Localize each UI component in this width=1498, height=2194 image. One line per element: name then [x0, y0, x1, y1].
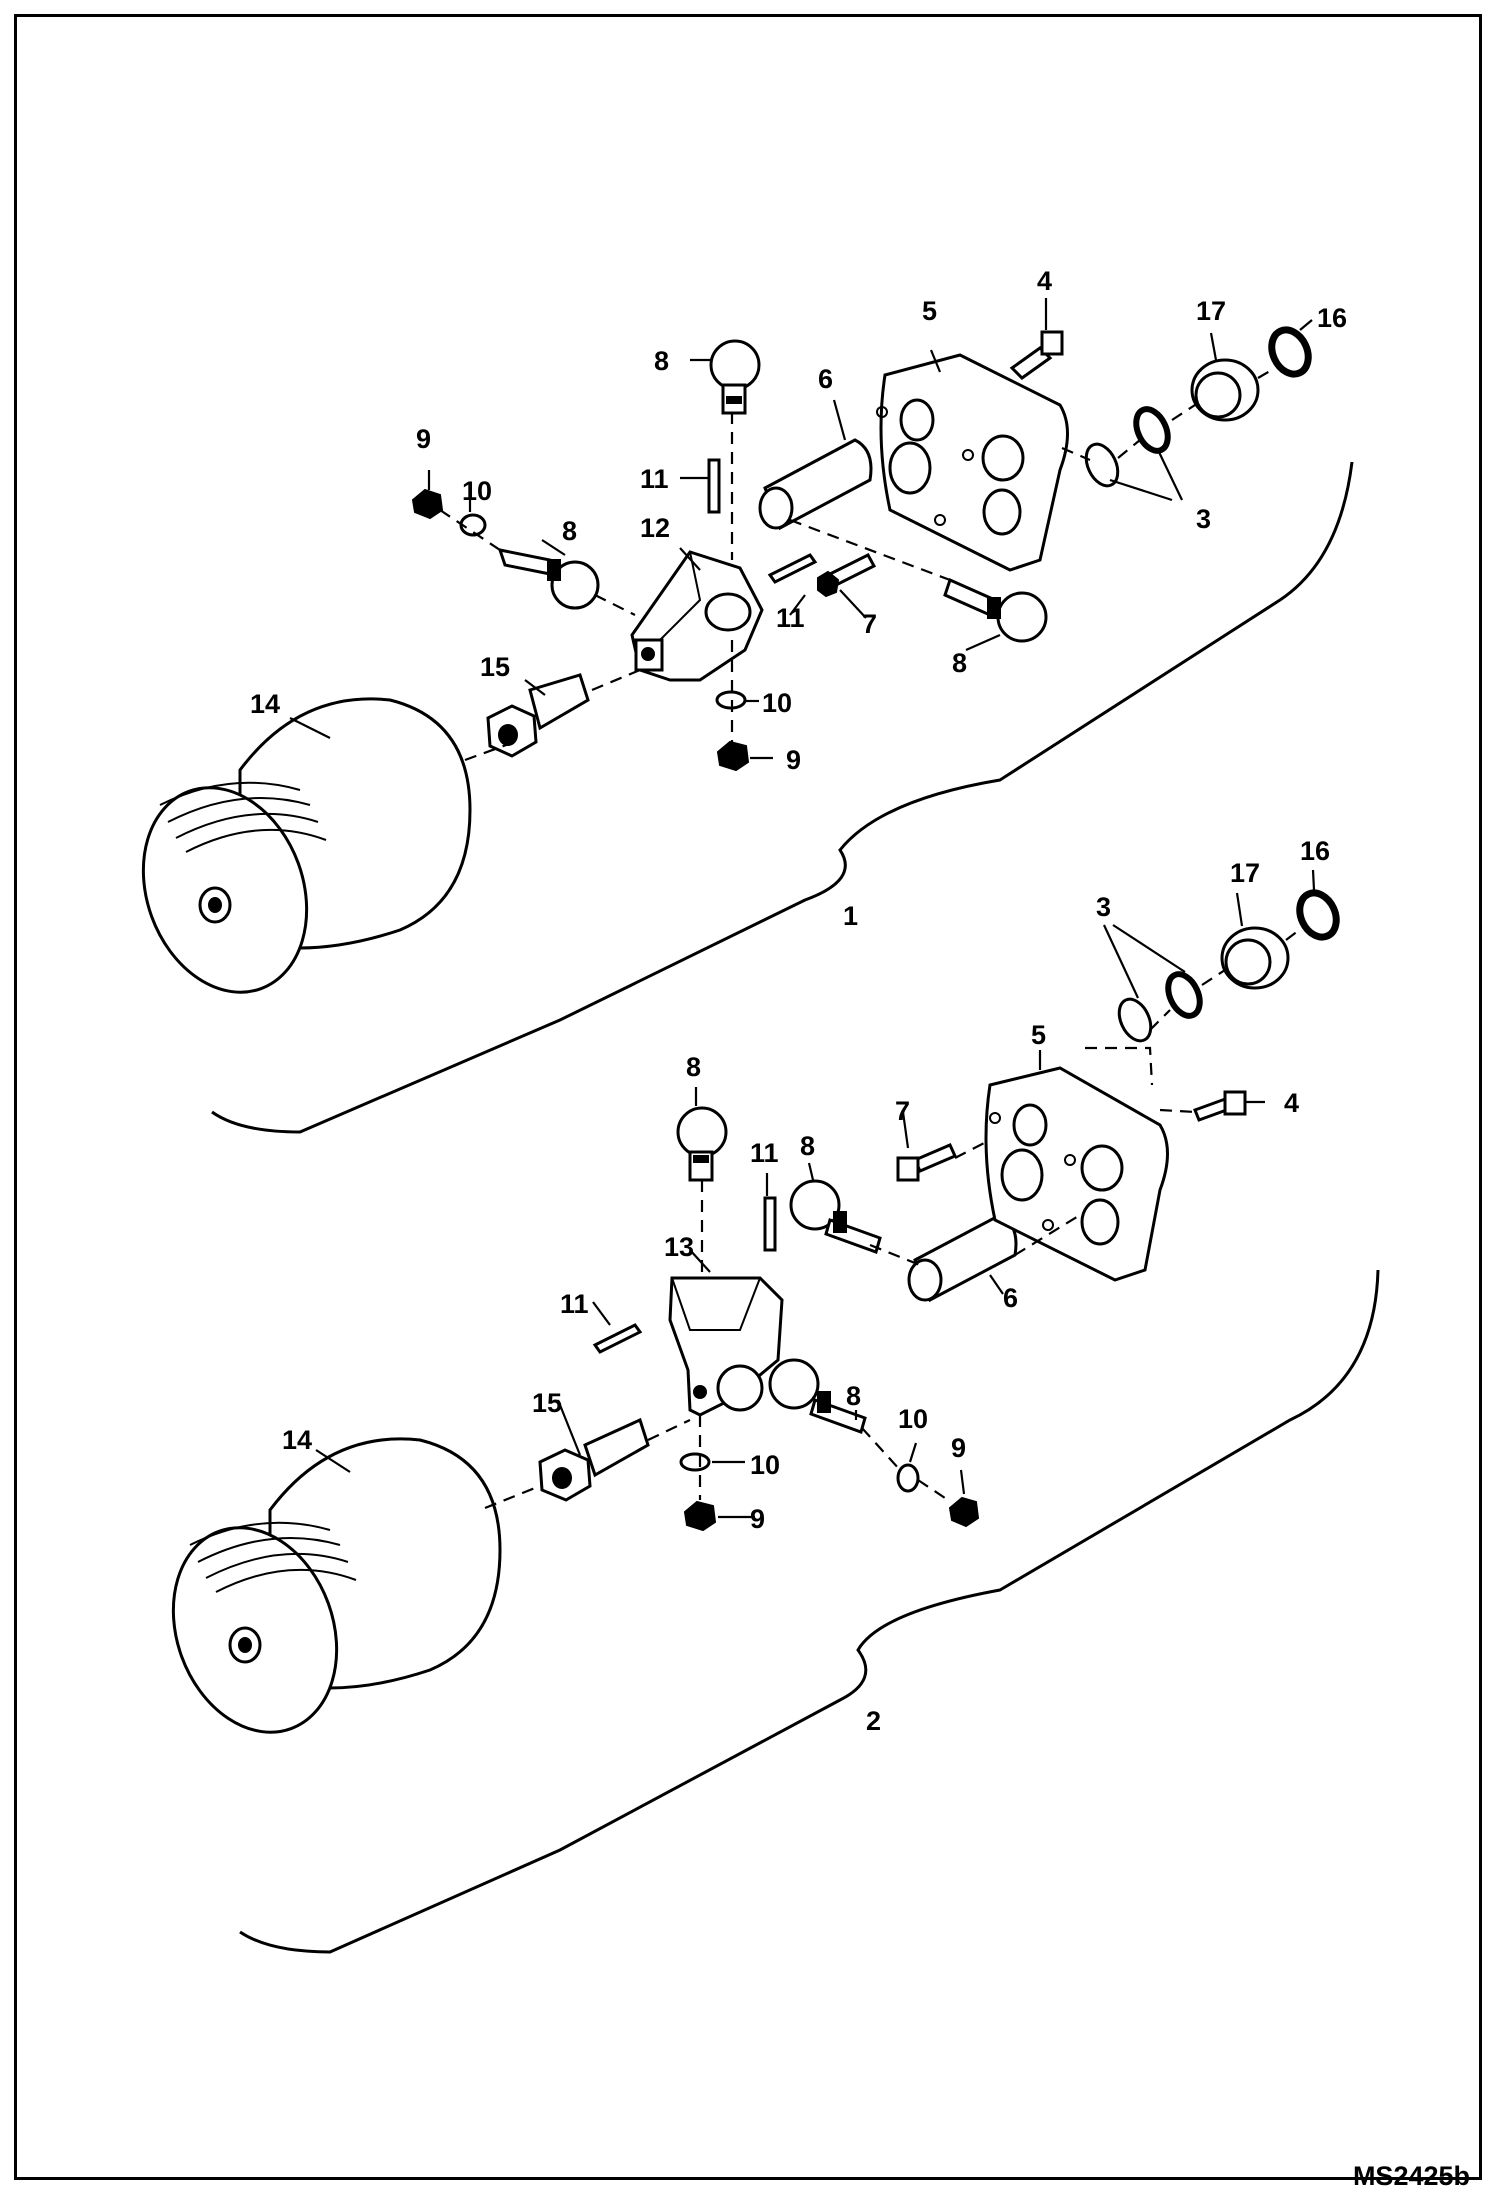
callout-13: 13 [664, 1232, 694, 1262]
callout-10: 10 [898, 1404, 928, 1434]
callout-15: 15 [532, 1388, 562, 1418]
callout-8: 8 [654, 346, 669, 376]
ball-stud-8-left [497, 548, 600, 610]
oring-3b-2 [1165, 971, 1203, 1019]
callout-7: 7 [862, 609, 877, 639]
callout-11: 11 [776, 603, 805, 633]
callout-5: 5 [1031, 1020, 1046, 1050]
callout-11: 11 [640, 464, 669, 494]
nut-9-left [411, 488, 444, 520]
callout-4: 4 [1284, 1088, 1299, 1118]
callout-15: 15 [480, 652, 510, 682]
callout-9: 9 [750, 1504, 765, 1534]
pin-6-2 [907, 1213, 1018, 1303]
pin-11-2-horizontal [592, 1323, 643, 1354]
callout-4: 4 [1037, 266, 1052, 296]
callout-10: 10 [762, 688, 792, 718]
fitting-15 [486, 673, 590, 758]
callout-8: 8 [562, 516, 577, 546]
nut-9-bottom [716, 740, 750, 772]
callout-10: 10 [750, 1450, 780, 1480]
ball-stud-8-2-lower [768, 1358, 867, 1434]
callout-6: 6 [818, 364, 833, 394]
callout-14: 14 [250, 689, 280, 719]
callout-5: 5 [922, 296, 937, 326]
callout-8: 8 [800, 1131, 815, 1161]
plate-5 [876, 353, 1069, 572]
pin-11-vertical [707, 458, 721, 514]
seal-16-2 [1296, 889, 1340, 941]
washer-10-2-right [896, 1463, 920, 1493]
washer-10-2-bottom [679, 1452, 711, 1472]
oring-3a [1084, 442, 1120, 488]
callout-10: 10 [462, 476, 492, 506]
drawing-frame [14, 14, 1482, 2180]
callout-8: 8 [846, 1381, 861, 1411]
pin-6 [758, 438, 873, 531]
fitting-15-2 [538, 1417, 650, 1502]
oring-3b [1133, 406, 1171, 454]
assembly-label-2: 2 [866, 1706, 881, 1736]
callout-8: 8 [686, 1052, 701, 1082]
ball-stud-8-2-middle [789, 1179, 882, 1254]
pin-11-2-vertical [763, 1196, 777, 1252]
motor-housing-2 [171, 1437, 502, 1734]
ball-stud-8-2-top [676, 1106, 728, 1182]
callout-6: 6 [1003, 1283, 1018, 1313]
callout-9: 9 [416, 424, 431, 454]
callout-16: 16 [1317, 303, 1347, 333]
callout-14: 14 [282, 1425, 312, 1455]
callout-9: 9 [951, 1433, 966, 1463]
motor-housing [141, 697, 472, 994]
callout-17: 17 [1196, 296, 1226, 326]
callout-8: 8 [952, 648, 967, 678]
oring-3a-2 [1117, 997, 1153, 1043]
callout-12: 12 [640, 513, 670, 543]
callout-17: 17 [1230, 858, 1260, 888]
seal-16 [1268, 326, 1312, 378]
callout-11: 11 [750, 1138, 779, 1168]
assembly-2 [171, 869, 1380, 1954]
plate-5-2 [984, 1066, 1169, 1282]
assembly-2-brace [239, 1269, 1380, 1954]
ball-stud-8-top [709, 339, 761, 415]
washer-10-left [459, 513, 487, 537]
pin-11-horizontal [767, 553, 818, 584]
nut-9-2-bottom [683, 1500, 717, 1532]
ball-stud-8-right [943, 577, 1048, 643]
figure-code: MS2425b [1352, 2161, 1470, 2191]
assembly-1-brace [211, 461, 1354, 1134]
bracket-12 [630, 550, 764, 682]
assembly-1 [141, 298, 1354, 1134]
bolt-7-2 [913, 1143, 957, 1173]
callout-3: 3 [1196, 504, 1211, 534]
callout-7: 7 [895, 1096, 910, 1126]
bracket-13 [668, 1276, 784, 1417]
nut-9-2-right [948, 1496, 980, 1528]
callout-3: 3 [1096, 892, 1111, 922]
callout-16: 16 [1300, 836, 1330, 866]
bushing-17-2 [1220, 926, 1290, 990]
bushing-17 [1190, 358, 1260, 422]
callout-11: 11 [560, 1289, 589, 1319]
callout-9: 9 [786, 745, 801, 775]
assembly-label-1: 1 [843, 901, 858, 931]
